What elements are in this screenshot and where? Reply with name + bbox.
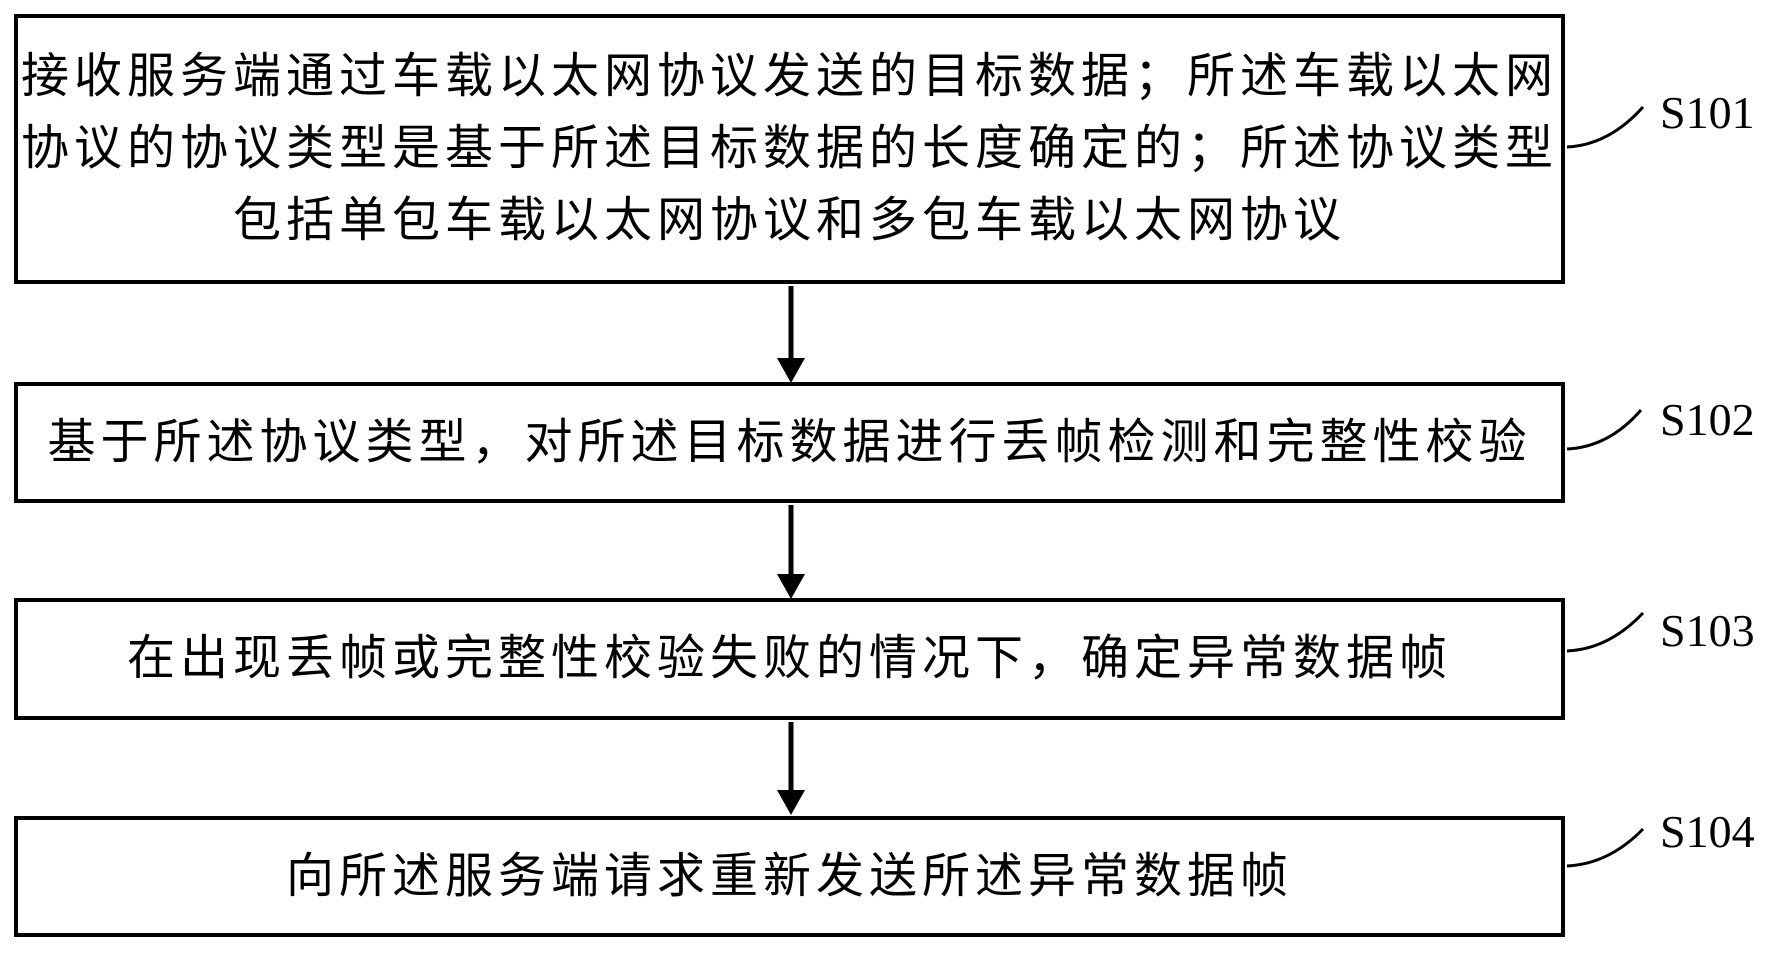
step-text-line: 包括单包车载以太网协议和多包车载以太网协议 <box>232 194 1346 247</box>
leader-line-s102 <box>1566 409 1643 451</box>
step-box-s101: 接收服务端通过车载以太网协议发送的目标数据；所述车载以太网 协议的协议类型是基于… <box>14 14 1565 284</box>
step-label-s102: S102 <box>1660 394 1755 445</box>
step-box-s103: 在出现丢帧或完整性校验失败的情况下，确定异常数据帧 <box>14 598 1565 720</box>
step-text-line: 在出现丢帧或完整性校验失败的情况下，确定异常数据帧 <box>126 632 1452 685</box>
step-box-s104: 向所述服务端请求重新发送所述异常数据帧 <box>14 816 1565 937</box>
leader-line-s103 <box>1566 611 1645 653</box>
arrow-down-icon <box>777 286 805 383</box>
step-text-line: 基于所述协议类型，对所述目标数据进行丢帧检测和完整性校验 <box>47 415 1532 469</box>
step-label-s104: S104 <box>1660 806 1755 857</box>
step-label-s103: S103 <box>1660 605 1755 656</box>
step-text-line: 协议的协议类型是基于所述目标数据的长度确定的；所述协议类型 <box>20 122 1558 175</box>
leader-line-s104 <box>1566 827 1645 868</box>
arrow-down-icon <box>777 505 805 599</box>
step-label-s101: S101 <box>1660 87 1755 138</box>
arrow-down-icon <box>777 722 805 815</box>
step-text-line: 向所述服务端请求重新发送所述异常数据帧 <box>285 849 1293 903</box>
step-text-line: 接收服务端通过车载以太网协议发送的目标数据；所述车载以太网 <box>20 50 1558 103</box>
leader-line-s101 <box>1566 105 1645 149</box>
step-box-s102: 基于所述协议类型，对所述目标数据进行丢帧检测和完整性校验 <box>14 382 1565 503</box>
